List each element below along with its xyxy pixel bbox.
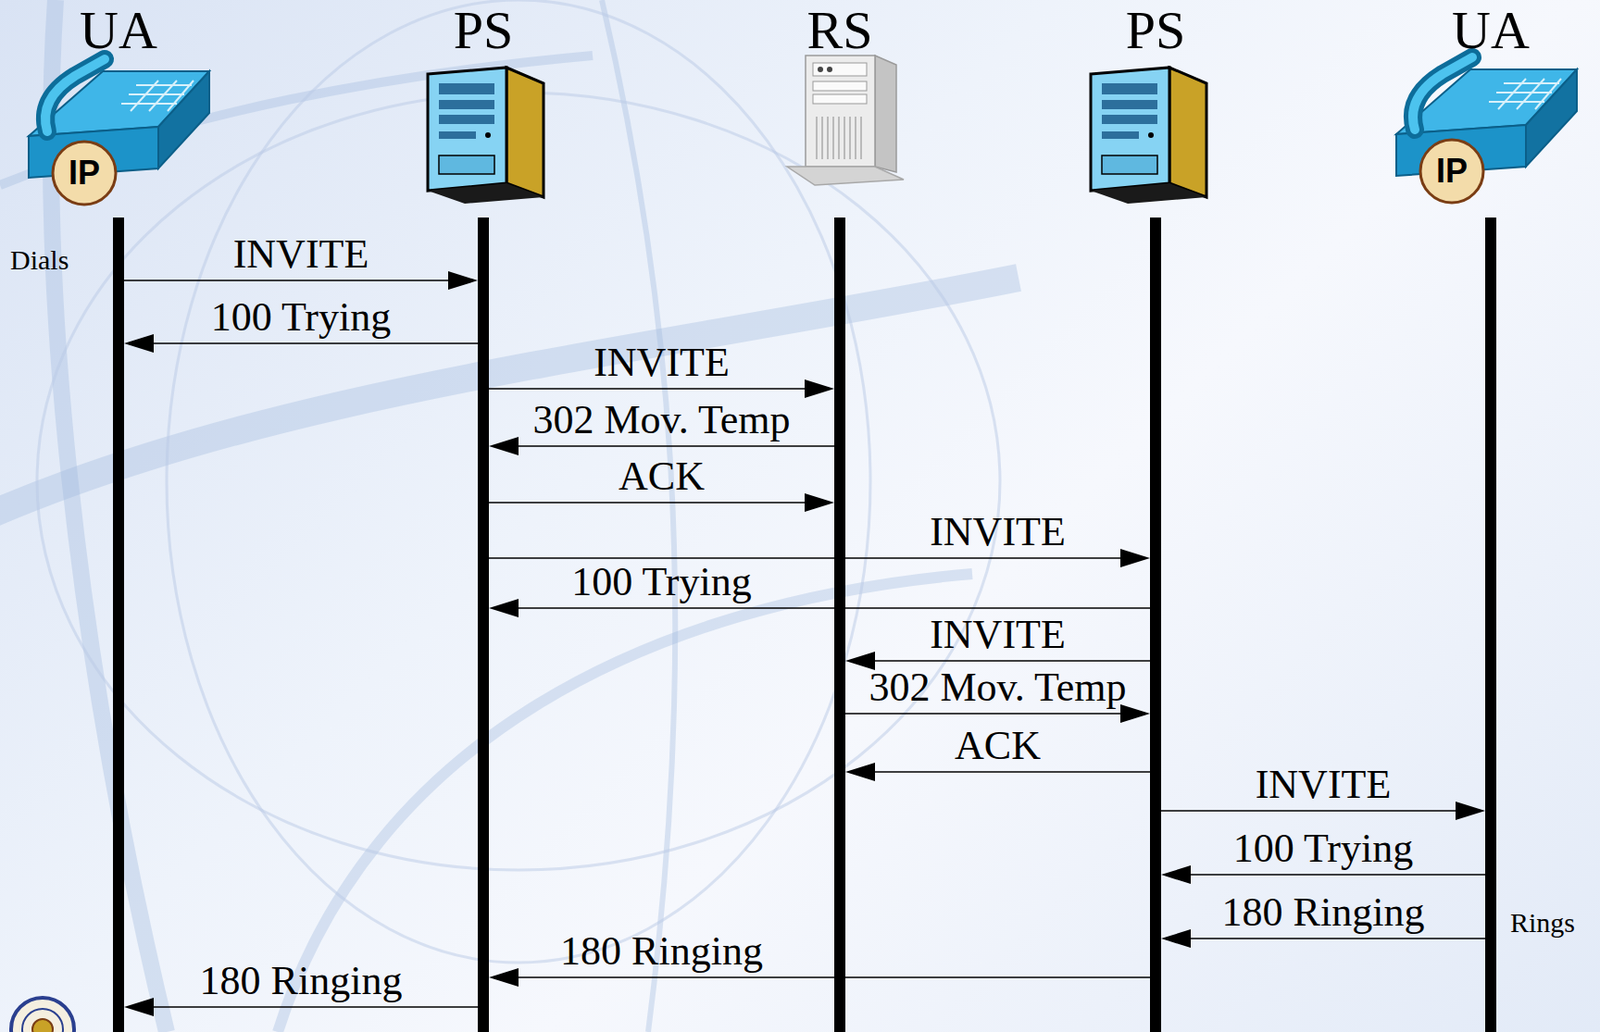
- arrow-head: [804, 493, 835, 513]
- background-arc: [37, 0, 1000, 963]
- arrow-head: [124, 334, 154, 353]
- message-label: INVITE: [233, 233, 370, 276]
- arrow-line: [488, 501, 805, 504]
- background-swoosh: [0, 0, 1019, 1032]
- arrow-line: [1190, 874, 1486, 876]
- arrow-head: [1161, 865, 1191, 885]
- arrow-line: [875, 660, 1150, 663]
- message-label: 180 Ringing: [560, 930, 763, 974]
- message-label: INVITE: [929, 613, 1066, 657]
- arrow-head: [804, 379, 835, 399]
- event-note: Dials: [10, 244, 69, 276]
- message-label: 302 Mov. Temp: [868, 666, 1126, 710]
- arrow-head: [1455, 801, 1486, 821]
- entity-heading: PS: [453, 3, 514, 58]
- ip-badge-text: IP: [68, 155, 100, 191]
- event-note: Rings: [1510, 907, 1575, 939]
- arrow-head: [448, 271, 478, 290]
- logo-seal: [11, 998, 75, 1032]
- arrow-line: [875, 771, 1150, 774]
- entity-heading: UA: [79, 3, 158, 58]
- entity-heading: UA: [1451, 3, 1530, 58]
- message-label: 100 Trying: [1233, 827, 1413, 871]
- arrow-line: [153, 342, 478, 345]
- message-label: 100 Trying: [571, 561, 751, 604]
- lifeline: PS: [1150, 217, 1162, 1032]
- lifeline: UA: [1485, 217, 1497, 1032]
- arrow-line: [1190, 937, 1486, 940]
- entity-heading: PS: [1125, 3, 1187, 58]
- ip-phone-icon: [28, 59, 210, 205]
- message-label: ACK: [954, 725, 1041, 768]
- arrow-head: [488, 437, 519, 456]
- arrow-line: [488, 387, 805, 390]
- message-label: INVITE: [593, 341, 730, 385]
- arrow-head: [488, 968, 519, 988]
- ip-phone-icon: [1396, 57, 1577, 203]
- arrow-line: [488, 557, 1121, 560]
- arrow-head: [1120, 549, 1150, 568]
- entity-heading: RS: [807, 3, 874, 58]
- lifeline: UA: [112, 217, 125, 1032]
- arrow-line: [845, 712, 1121, 715]
- message-label: 302 Mov. Temp: [532, 399, 790, 442]
- message-label: 100 Trying: [211, 296, 391, 339]
- proxy-server-icon: [1090, 67, 1207, 204]
- lifeline: RS: [834, 217, 846, 1032]
- redirect-server-icon: [787, 55, 904, 186]
- arrow-line: [124, 279, 449, 282]
- message-label: ACK: [618, 455, 705, 499]
- arrow-head: [845, 762, 875, 782]
- arrow-line: [518, 445, 835, 448]
- ip-badge-text: IP: [1436, 153, 1468, 189]
- arrow-line: [1161, 810, 1456, 813]
- message-label: 180 Ringing: [200, 960, 403, 1003]
- proxy-server-icon: [427, 67, 544, 204]
- message-label: INVITE: [1255, 763, 1392, 807]
- message-label: 180 Ringing: [1222, 891, 1425, 935]
- message-label: INVITE: [929, 511, 1066, 554]
- arrow-head: [124, 998, 154, 1017]
- arrow-head: [1161, 929, 1191, 949]
- arrow-head: [488, 599, 519, 618]
- arrow-line: [153, 1006, 478, 1009]
- lifeline: PS: [477, 217, 489, 1032]
